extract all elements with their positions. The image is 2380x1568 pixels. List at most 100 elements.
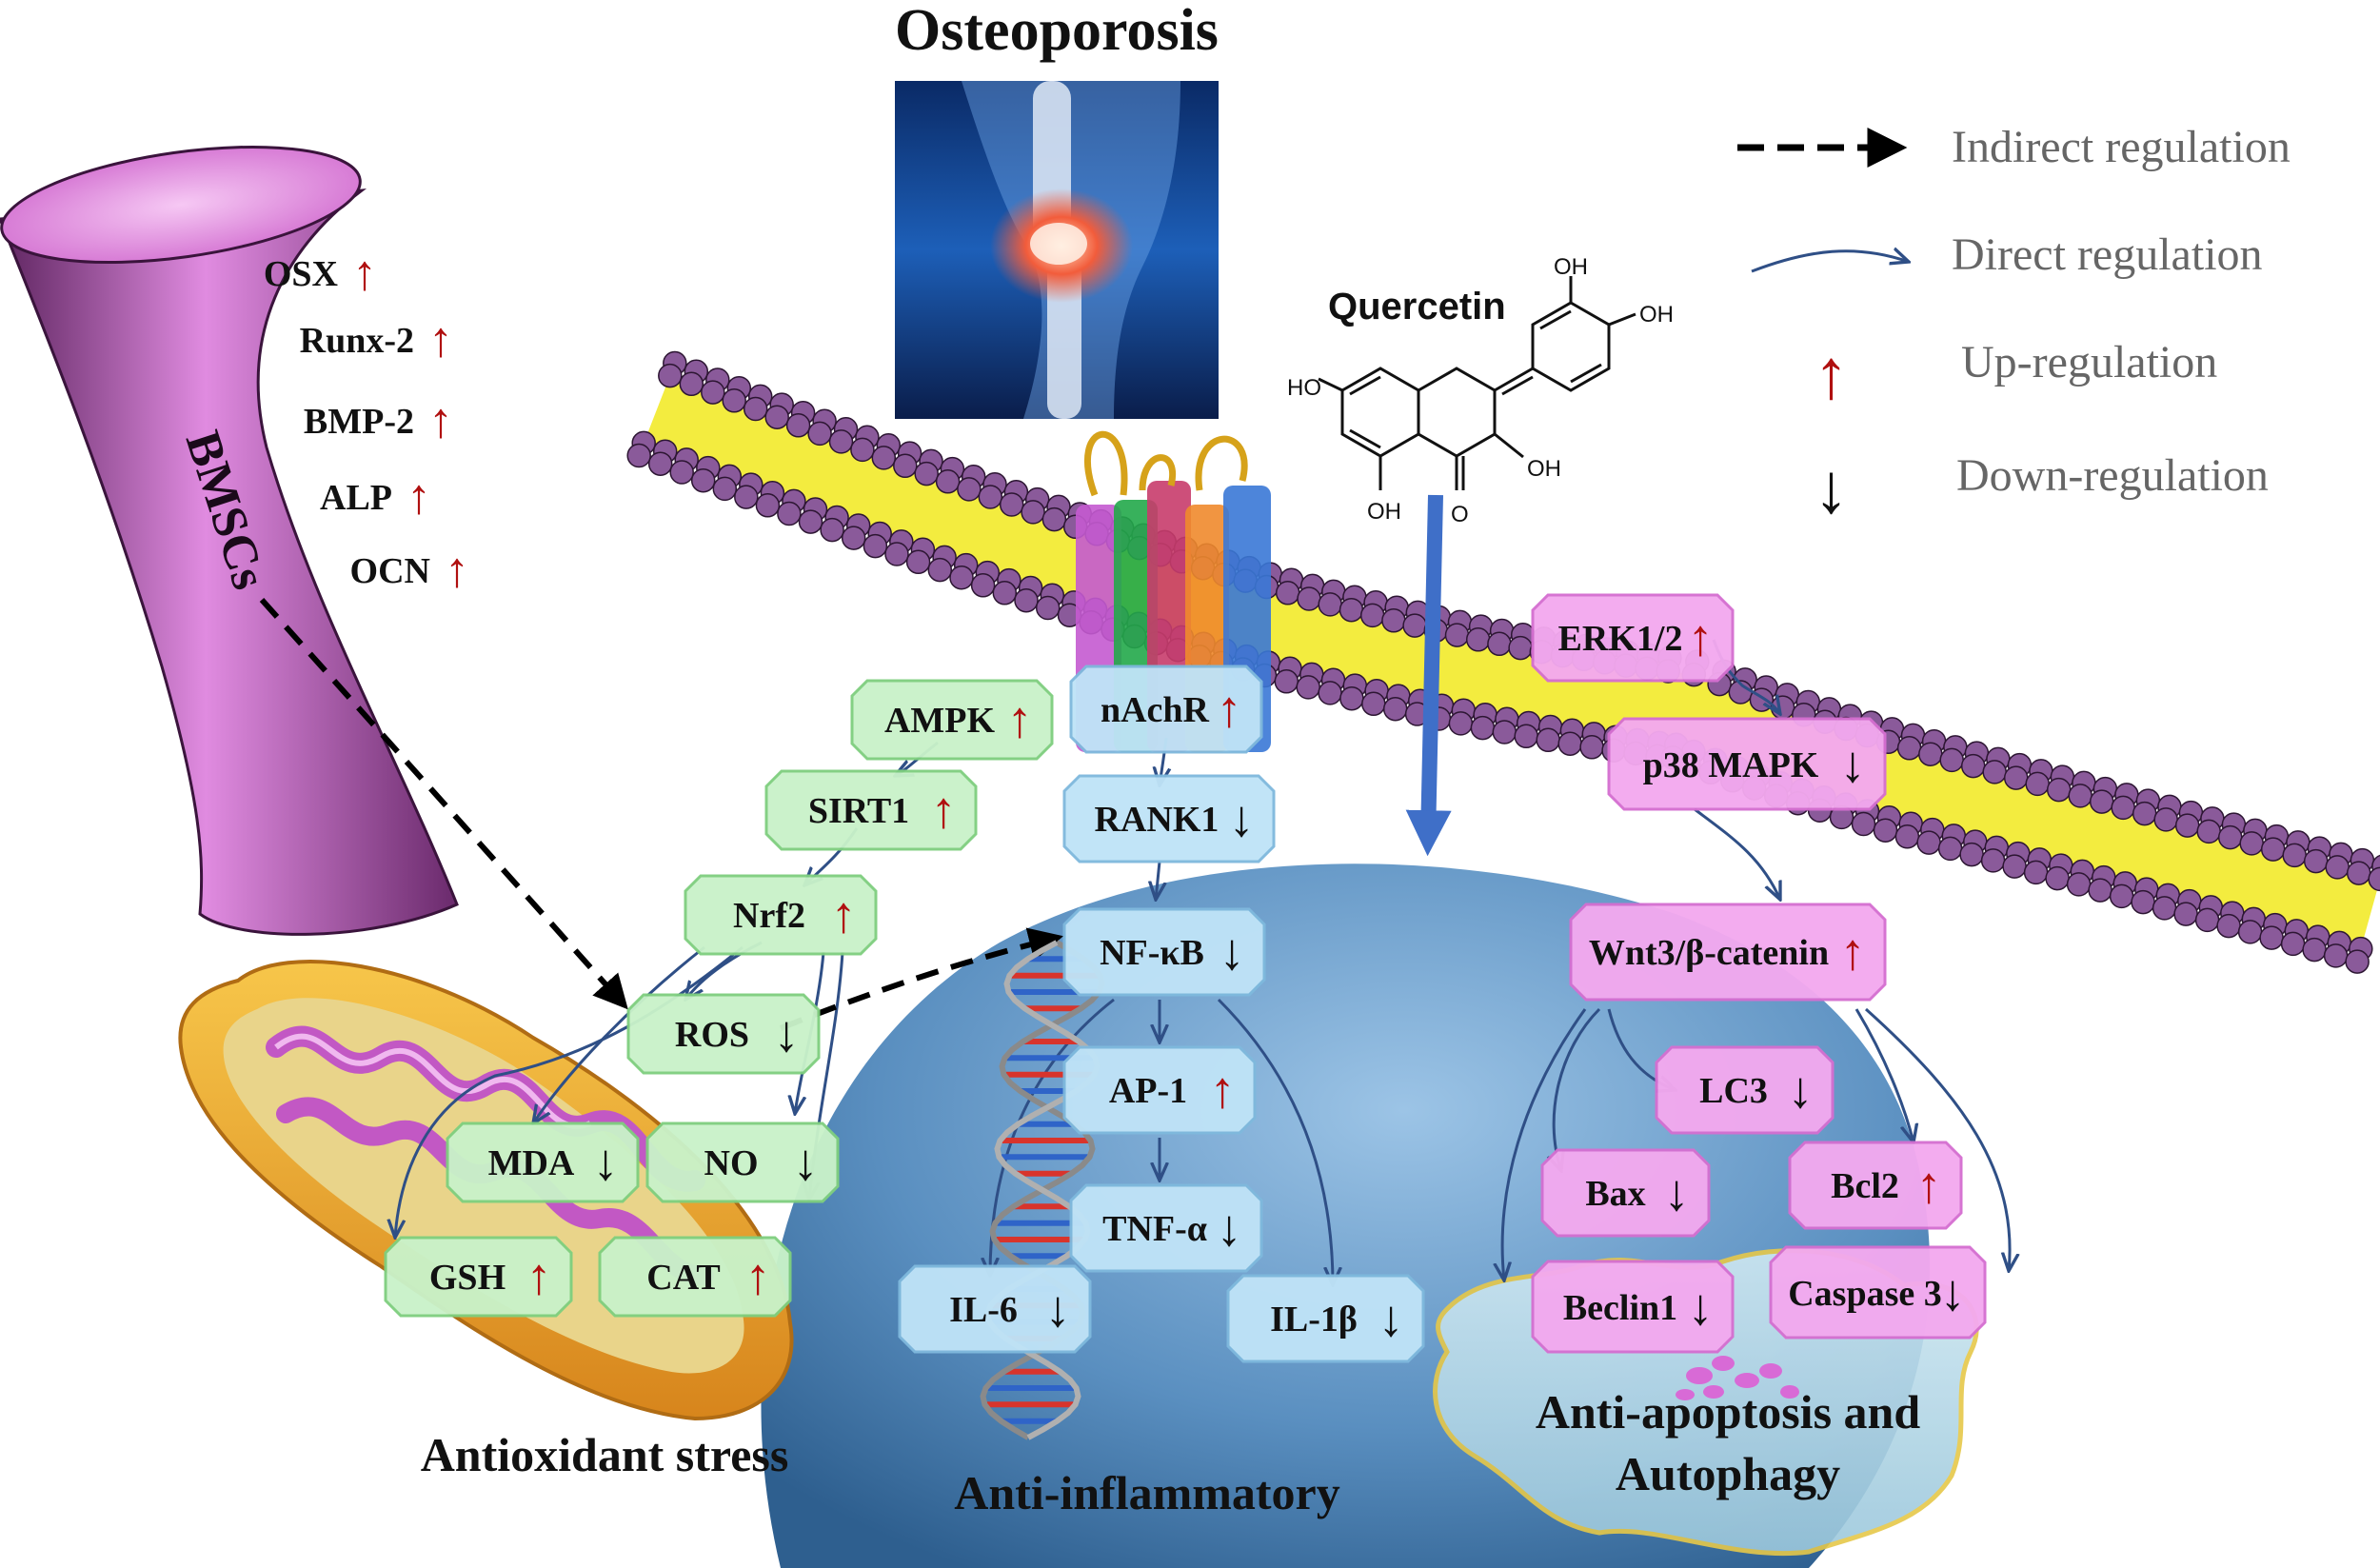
- node-wnt: Wnt3/β-catenin↑: [1569, 903, 1887, 1002]
- node-il6-box: [898, 1264, 1092, 1354]
- lipid-head: [2066, 872, 2092, 897]
- marker-runx2: Runx-2: [300, 321, 414, 361]
- lipid-head: [850, 437, 875, 463]
- lipid-head: [777, 501, 802, 526]
- lipid-head: [2194, 907, 2220, 933]
- node-p38-label: p38 MAPK: [1643, 745, 1819, 785]
- chromatin-fragments: [1676, 1356, 1799, 1400]
- node-rank1-box: [1062, 774, 1276, 863]
- node-sirt1-label: SIRT1: [808, 791, 909, 831]
- lipid-head: [2153, 807, 2178, 832]
- page-title: Osteoporosis: [895, 0, 1219, 63]
- lipid-head: [1508, 635, 1533, 661]
- osteoporosis-knee-image: [895, 81, 1219, 419]
- lipid-head: [1465, 627, 1491, 652]
- lipid-head: [2088, 878, 2112, 903]
- marker-ocn-arrow: ↑: [445, 544, 469, 598]
- node-rank1-arrow: ↓: [1229, 790, 1255, 847]
- node-il6-label: IL-6: [949, 1290, 1018, 1330]
- node-ampk: AMPK↑: [850, 679, 1054, 761]
- lipid-head: [1444, 623, 1470, 647]
- bmsc-markers: OSX ↑ Runx-2 ↑ BMP-2 ↑ ALP ↑ OCN ↑: [264, 247, 469, 598]
- quercetin-structure: [1318, 276, 1636, 490]
- lipid-head: [2345, 949, 2370, 974]
- legend: Indirect regulation Direct regulation ↑ …: [1737, 122, 2291, 528]
- node-casp3: Caspase 3↓: [1769, 1245, 1987, 1340]
- section-label-apoptosis-line2: Autophagy: [1616, 1447, 1840, 1500]
- lipid-head: [1982, 760, 2007, 784]
- node-bcl2-box: [1788, 1141, 1963, 1230]
- lipid-head: [807, 421, 832, 447]
- lipid-head: [2131, 889, 2155, 915]
- lipid-head: [1959, 842, 1984, 867]
- lipid-head: [2260, 837, 2286, 862]
- node-tnfa: TNF-α↓: [1069, 1183, 1263, 1273]
- lipid-head: [1536, 727, 1560, 753]
- lipid-head: [2111, 795, 2135, 821]
- node-ros-arrow: ↓: [774, 1005, 800, 1062]
- node-beclin1-arrow: ↓: [1688, 1279, 1714, 1336]
- lipid-head: [893, 453, 918, 479]
- node-nachr-arrow: ↑: [1217, 681, 1242, 738]
- node-nfkb: NF-κB↓: [1062, 907, 1266, 997]
- svg-text:O: O: [1451, 502, 1469, 527]
- lipid-head: [1470, 715, 1496, 741]
- node-ros-box: [626, 993, 821, 1075]
- node-no-arrow: ↓: [793, 1134, 819, 1191]
- lipid-head: [1318, 681, 1342, 705]
- lipid-head: [2089, 789, 2114, 814]
- node-cat-arrow: ↑: [745, 1248, 771, 1305]
- lipid-head: [2068, 784, 2092, 808]
- cell-membrane: [626, 350, 2380, 974]
- lipid-head: [841, 526, 866, 550]
- node-erk-arrow: ↑: [1688, 609, 1714, 666]
- node-casp3-box: [1769, 1245, 1987, 1340]
- lipid-head: [949, 565, 974, 590]
- node-ros-label: ROS: [675, 1015, 749, 1055]
- lipid-head: [2152, 896, 2177, 921]
- lipid-head: [658, 363, 683, 388]
- node-nfkb-label: NF-κB: [1100, 933, 1204, 973]
- lipid-head: [1296, 675, 1320, 700]
- lipid-head: [2217, 824, 2243, 850]
- marker-alp: ALP: [320, 478, 392, 518]
- node-mda-box: [446, 1121, 640, 1203]
- node-beclin1: Beclin1↓: [1531, 1260, 1735, 1354]
- node-ros: ROS ↓: [626, 993, 821, 1075]
- node-beclin1-box: [1531, 1260, 1735, 1354]
- lipid-head: [2109, 883, 2134, 909]
- lipid-head: [1579, 735, 1604, 760]
- node-mda-arrow: ↓: [593, 1134, 619, 1191]
- node-bcl2-arrow: ↑: [1916, 1157, 1942, 1214]
- node-rank1: RANK1↓: [1062, 774, 1276, 863]
- node-rank1-label: RANK1: [1095, 800, 1220, 840]
- lipid-head: [2174, 813, 2200, 838]
- node-wnt-label: Wnt3/β-catenin: [1589, 933, 1829, 973]
- lipid-head: [978, 485, 1003, 509]
- lipid-head: [1035, 595, 1061, 621]
- node-bax-arrow: ↓: [1664, 1164, 1690, 1221]
- lipid-head: [1939, 747, 1964, 773]
- lipid-head: [2239, 831, 2264, 856]
- quercetin-hydroxyl-labels: OH OH HO OH OH O: [1287, 254, 1674, 527]
- node-sirt1-arrow: ↑: [931, 782, 957, 839]
- legend-indirect-label: Indirect regulation: [1952, 122, 2291, 172]
- node-sirt1: SIRT1 ↑: [764, 769, 978, 851]
- lipid-head: [785, 413, 811, 438]
- node-il1b-label: IL-1β: [1270, 1300, 1358, 1340]
- lipid-head: [2045, 865, 2070, 891]
- legend-up-arrow: ↑: [1814, 336, 1849, 414]
- lipid-head: [999, 492, 1024, 517]
- svg-text:OH: OH: [1367, 499, 1401, 525]
- lipid-head: [1382, 696, 1408, 722]
- marker-alp-arrow: ↑: [407, 470, 431, 525]
- lipid-head: [2132, 801, 2157, 826]
- node-no-label: NO: [704, 1143, 759, 1183]
- marker-osx: OSX: [264, 254, 338, 294]
- lipid-head: [1339, 685, 1364, 711]
- lipid-head: [1894, 824, 1920, 849]
- node-nfkb-box: [1062, 907, 1266, 997]
- marker-osx-arrow: ↑: [352, 247, 377, 301]
- node-gsh-arrow: ↑: [526, 1248, 552, 1305]
